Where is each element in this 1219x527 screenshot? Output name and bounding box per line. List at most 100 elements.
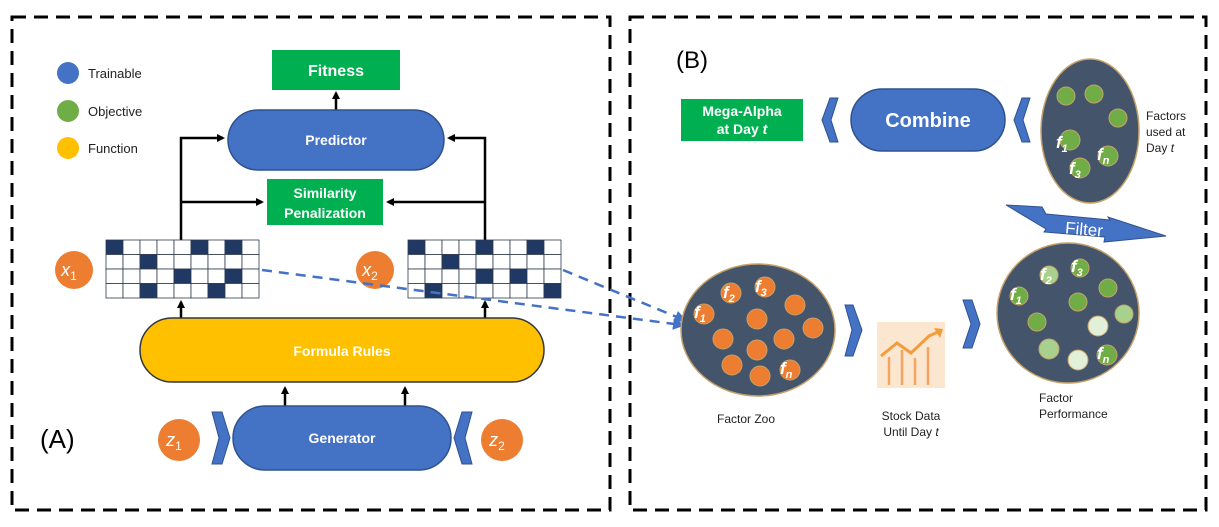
stock-data-line1: Stock Data <box>882 409 941 423</box>
factor-zoo-label: Factor Zoo <box>717 412 775 426</box>
svg-text:f2: f2 <box>1040 265 1052 287</box>
mega-alpha-line2: at Day t <box>717 121 769 137</box>
factor-performance-line2: Performance <box>1039 407 1108 421</box>
grid-cell <box>424 268 443 284</box>
formula-rules-label: Formula Rules <box>293 343 390 359</box>
similarity-penalization-box <box>267 179 383 225</box>
panel-b-frame <box>628 15 1208 512</box>
filter-label: Filter <box>1064 218 1104 240</box>
legend-function-dot <box>57 137 79 159</box>
stock-chart-icon <box>877 322 945 388</box>
grid-cell <box>207 283 226 299</box>
grid-cell <box>424 239 443 255</box>
connectors-a <box>177 134 489 406</box>
formula-rules-box <box>139 317 545 383</box>
svg-text:f3: f3 <box>1069 159 1081 181</box>
grid-cell <box>509 283 528 299</box>
svg-text:f2: f2 <box>723 283 735 305</box>
grid-cell <box>122 254 141 270</box>
panel-b-label: (B) <box>676 47 708 74</box>
grid-cell <box>139 254 158 270</box>
grid-cell <box>241 283 260 299</box>
x2-circle <box>356 251 394 289</box>
legend-trainable-dot <box>57 62 79 84</box>
svg-text:f1: f1 <box>1010 285 1022 307</box>
grid-cell <box>190 268 209 284</box>
grid-cell <box>190 283 209 299</box>
legend-objective-dot <box>57 100 79 122</box>
generator-label: Generator <box>309 430 376 446</box>
z2-circle <box>481 419 523 461</box>
grid-cell <box>492 268 511 284</box>
predictor-label: Predictor <box>305 132 367 148</box>
pool-to-combine-chevron <box>1013 97 1031 143</box>
factors-used-circles <box>1056 84 1128 179</box>
grid-cell <box>173 283 192 299</box>
panel-a-frame <box>10 15 612 512</box>
z1-chevron <box>211 411 231 465</box>
grid-cell <box>492 283 511 299</box>
z2-chevron <box>453 411 473 465</box>
grid-x2 <box>407 239 562 299</box>
factor-performance-line1: Factor <box>1039 391 1073 405</box>
grid-cell <box>241 254 260 270</box>
grid-cell <box>190 239 209 255</box>
fitness-box <box>272 50 400 90</box>
x2-to-zoo-dashed-arrow <box>562 268 687 323</box>
grid-cell <box>122 268 141 284</box>
grid-cell <box>526 283 545 299</box>
grid-cell <box>224 239 243 255</box>
z2-label: z2 <box>488 430 505 453</box>
grid-cell <box>509 254 528 270</box>
grid-cell <box>207 254 226 270</box>
grid-cell <box>526 254 545 270</box>
grid-cell <box>173 268 192 284</box>
grid-cell <box>241 268 260 284</box>
z1-circle <box>158 419 200 461</box>
stock-data-line2: Until Day t <box>883 425 939 439</box>
predictor-box <box>227 109 445 171</box>
x2-label: x2 <box>361 260 378 283</box>
svg-text:f3: f3 <box>1071 257 1083 279</box>
factors-used-labels: f1 fn f3 <box>1056 133 1110 181</box>
legend-function-label: Function <box>88 141 138 156</box>
grid-cell <box>458 254 477 270</box>
grid-cell <box>492 254 511 270</box>
svg-text:fn: fn <box>1097 344 1110 366</box>
combine-box <box>850 88 1006 152</box>
grid-cell <box>543 283 562 299</box>
combine-label: Combine <box>885 110 971 132</box>
x1-label: x1 <box>60 260 77 283</box>
grid-cell <box>207 268 226 284</box>
grid-cell <box>224 268 243 284</box>
grid-cell <box>122 239 141 255</box>
grid-cell <box>105 239 124 255</box>
grid-cell <box>475 239 494 255</box>
grid-cell <box>458 239 477 255</box>
fitness-label: Fitness <box>308 63 364 80</box>
stock-to-performance-chevron <box>962 299 981 349</box>
grid-cell <box>509 239 528 255</box>
grid-cell <box>173 239 192 255</box>
grid-cell <box>475 268 494 284</box>
z1-label: z1 <box>165 430 182 453</box>
svg-text:fn: fn <box>780 359 793 381</box>
filter-arrow <box>1005 204 1167 243</box>
grid-cell <box>224 283 243 299</box>
factors-used-pool <box>1040 58 1140 204</box>
grid-cell <box>156 283 175 299</box>
svg-text:f1: f1 <box>1056 133 1068 155</box>
grid-cell <box>543 268 562 284</box>
mega-alpha-line1: Mega-Alpha <box>702 103 782 119</box>
grid-cell <box>441 254 460 270</box>
grid-cell <box>139 283 158 299</box>
x1-to-zoo-dashed-arrow <box>261 268 685 330</box>
grid-cell <box>407 254 426 270</box>
factors-used-line3: Day t <box>1146 141 1175 155</box>
grid-cell <box>156 254 175 270</box>
grid-cell <box>526 239 545 255</box>
mega-alpha-box <box>681 99 803 141</box>
grid-cell <box>207 239 226 255</box>
grid-cell <box>156 239 175 255</box>
